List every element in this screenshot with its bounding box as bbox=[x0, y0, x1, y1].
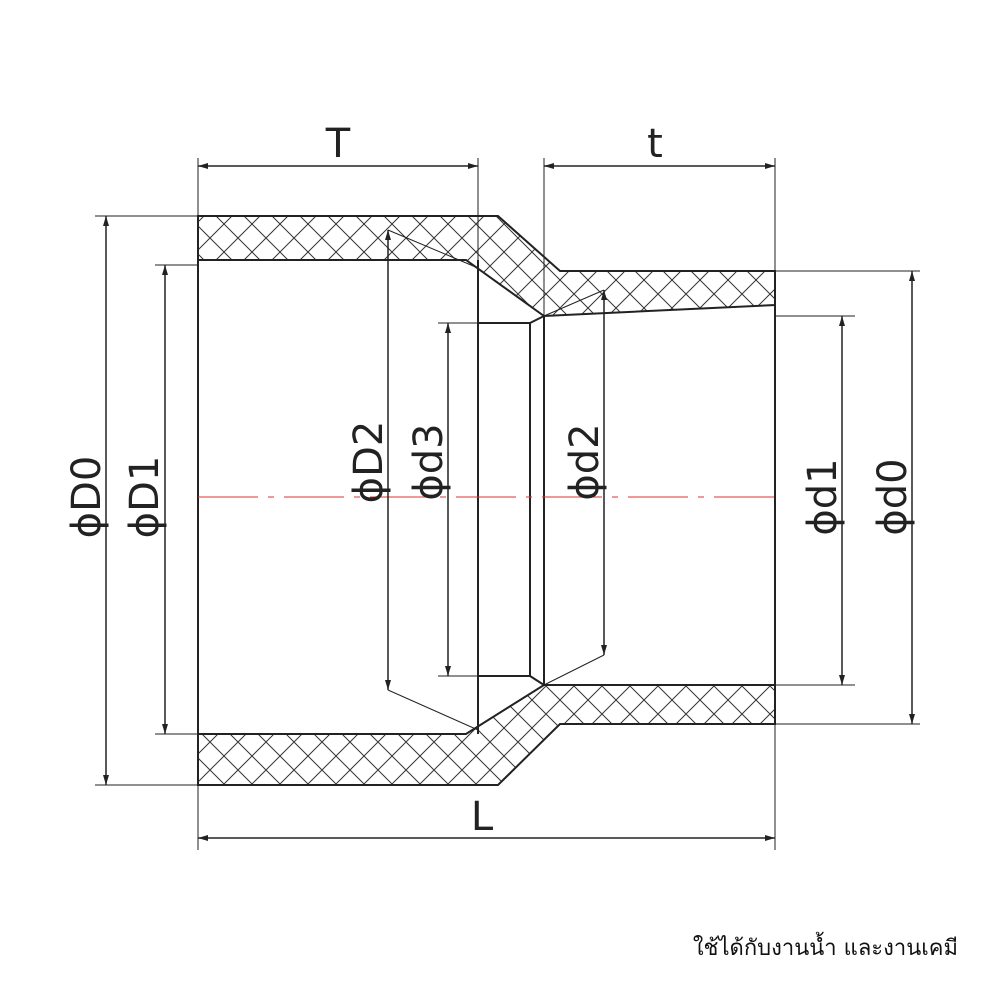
dimension-lines bbox=[103, 163, 915, 841]
label-D1: ϕD1 bbox=[122, 456, 168, 539]
label-d2: ϕd2 bbox=[562, 423, 608, 500]
label-D0: ϕD0 bbox=[64, 456, 110, 539]
label-t: t bbox=[647, 121, 663, 167]
label-d3: ϕd3 bbox=[406, 423, 452, 500]
label-T: T bbox=[325, 121, 351, 167]
label-L: L bbox=[471, 794, 494, 840]
label-d1: ϕd1 bbox=[800, 458, 846, 535]
label-D2: ϕD2 bbox=[346, 421, 392, 504]
leader-lines bbox=[387, 229, 605, 731]
label-d0: ϕd0 bbox=[870, 458, 916, 535]
pipe-wall-top bbox=[197, 215, 776, 318]
pipe-wall-bottom bbox=[197, 684, 776, 786]
body-outline bbox=[197, 260, 776, 734]
usage-note: ใช้ได้กับงานน้ำ และงานเคมี bbox=[692, 936, 958, 961]
